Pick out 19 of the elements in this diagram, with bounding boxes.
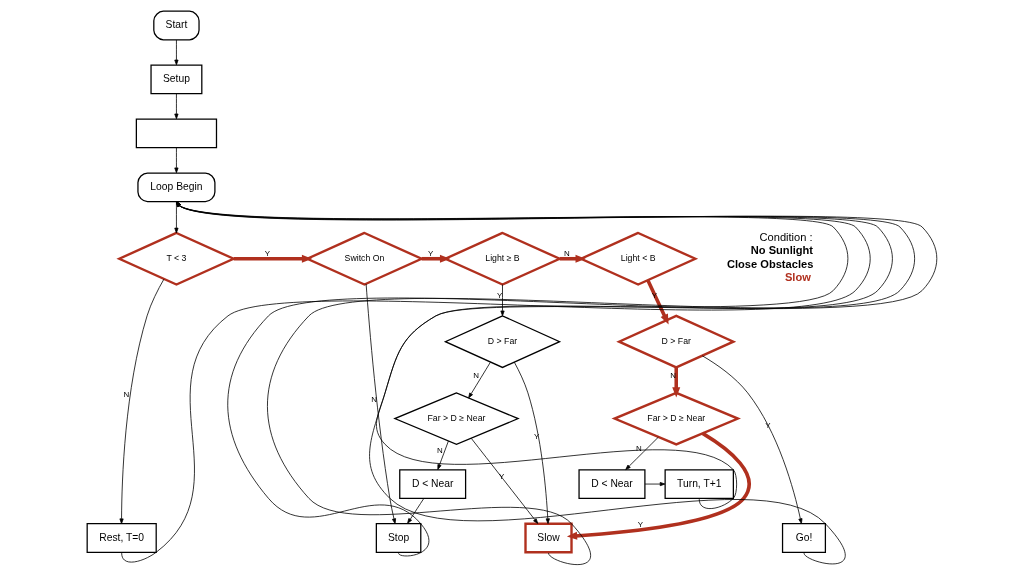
- edge-label: N: [437, 446, 443, 456]
- edge-label: N: [371, 395, 377, 405]
- edge-label: N: [473, 370, 480, 380]
- edge-label: Y: [497, 290, 503, 300]
- edge-label: N: [123, 390, 130, 400]
- edge-label: Y: [637, 520, 644, 530]
- label: No Sunlight: [750, 244, 814, 257]
- edge-label: Y: [428, 249, 434, 259]
- edge-label: N: [564, 249, 570, 259]
- edge-label: N: [670, 370, 676, 380]
- edge-label: Y: [499, 471, 505, 481]
- edge-label: Y: [651, 290, 657, 300]
- edge-label: Y: [533, 432, 540, 442]
- edge-label: Y: [765, 421, 771, 431]
- label: Close Obstacles: [727, 257, 814, 270]
- label: Condition :: [759, 231, 813, 244]
- edge-label: N: [636, 443, 642, 453]
- label: Slow: [784, 271, 811, 284]
- edge-label: Y: [264, 249, 271, 259]
